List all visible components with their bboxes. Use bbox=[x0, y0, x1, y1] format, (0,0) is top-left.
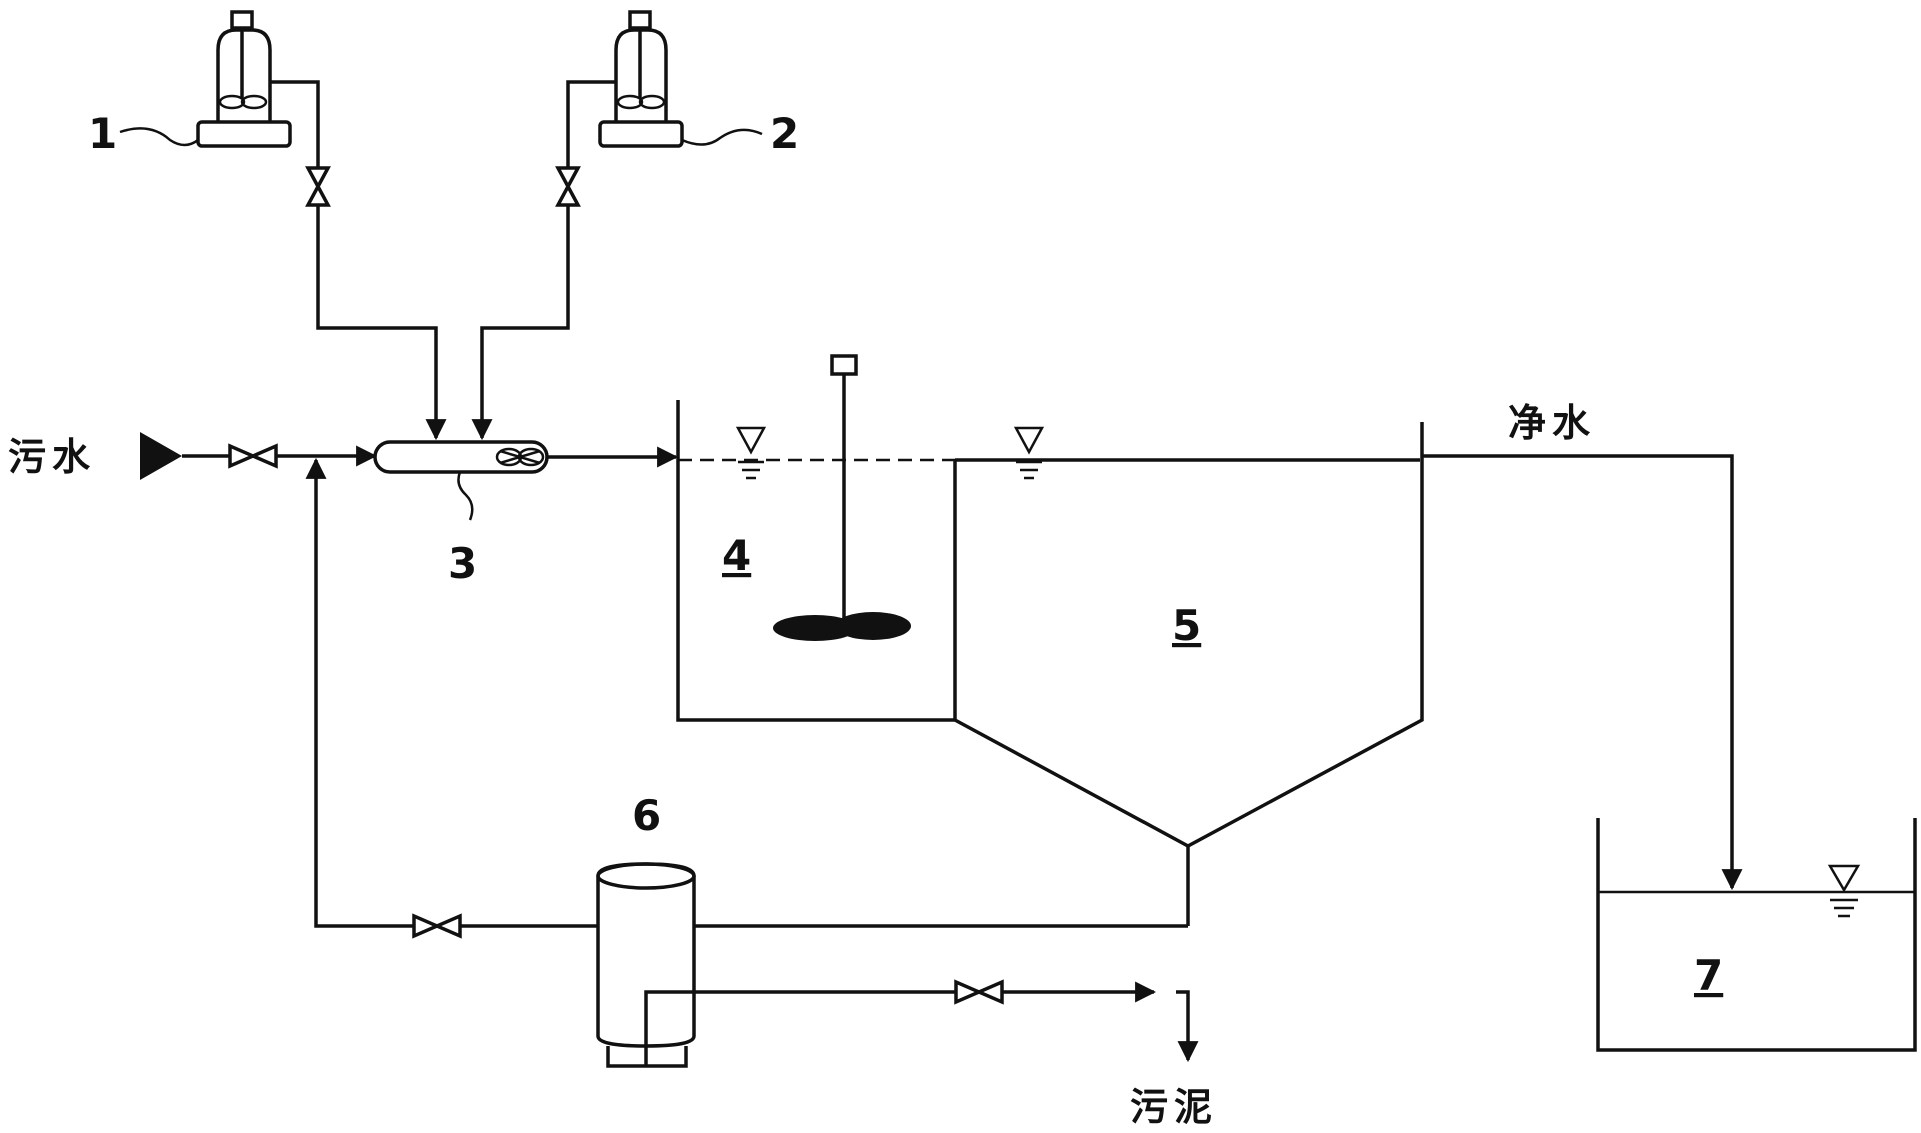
pipe-mixer bbox=[373, 440, 549, 474]
dosing-tank-1 bbox=[196, 10, 320, 168]
label-5: 5 bbox=[1172, 601, 1201, 650]
label-2: 2 bbox=[770, 109, 799, 158]
valve-sludge[interactable] bbox=[954, 979, 1004, 1005]
clean-water-line bbox=[1422, 454, 1743, 891]
label-6: 6 bbox=[632, 791, 661, 840]
dosing-line-1 bbox=[316, 205, 447, 441]
leader-3 bbox=[457, 471, 474, 521]
recycle-line-b bbox=[305, 457, 414, 928]
sludge-discharge-a bbox=[644, 990, 956, 1066]
label-7: 7 bbox=[1694, 951, 1723, 1000]
inlet-label: 污水 bbox=[8, 435, 96, 479]
valve-dosing-1[interactable] bbox=[305, 166, 331, 207]
sludge-discharge-c bbox=[1176, 990, 1199, 1063]
label-3: 3 bbox=[448, 539, 477, 588]
clean-water-tank bbox=[1596, 818, 1917, 1052]
reaction-tank bbox=[676, 354, 957, 722]
clean-water-label: 净水 bbox=[1508, 401, 1596, 445]
dosing-line-2 bbox=[471, 205, 570, 441]
sludge-label: 污泥 bbox=[1130, 1085, 1218, 1129]
dosing-tank-2 bbox=[566, 10, 684, 168]
label-1: 1 bbox=[88, 109, 117, 158]
label-4: 4 bbox=[722, 531, 751, 580]
valve-dosing-2[interactable] bbox=[555, 166, 581, 207]
leader-2 bbox=[681, 128, 763, 146]
valve-inlet[interactable] bbox=[228, 443, 278, 469]
valve-recycle[interactable] bbox=[412, 913, 462, 939]
settling-tank bbox=[954, 422, 1424, 926]
leader-1 bbox=[119, 127, 199, 147]
inlet-arrow-icon bbox=[140, 432, 182, 480]
